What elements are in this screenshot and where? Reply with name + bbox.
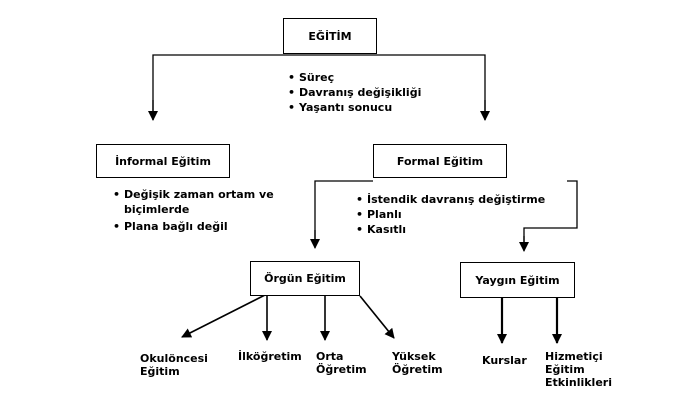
informal-bullet: Plana bağlı değil <box>113 219 274 234</box>
arrow-to-yuksek-ogretim <box>359 295 395 339</box>
informal-bullets: Değişik zaman ortam ve biçimlerde Plana … <box>113 187 274 234</box>
yaygin-label: Yaygın Eğitim <box>475 273 560 287</box>
formal-label: Formal Eğitim <box>396 154 484 168</box>
leaf-hizmetici: Hizmetiçi Eğitim Etkinlikleri <box>545 350 612 389</box>
yaygin-node: Yaygın Eğitim <box>460 262 575 298</box>
root-bullet: Davranış değişikliği <box>288 85 421 100</box>
formal-bullet: İstendik davranış değiştirme <box>356 192 545 207</box>
root-bullet: Süreç <box>288 70 421 85</box>
root-node: EĞİTİM <box>283 18 377 54</box>
formal-bullets: İstendik davranış değiştirme Planlı Kası… <box>356 192 545 237</box>
formal-bullet: Planlı <box>356 207 545 222</box>
orgun-node: Örgün Eğitim <box>250 261 360 296</box>
connector-root-branches <box>152 54 486 120</box>
leaf-okuloncesi: Okulöncesi Eğitim <box>140 352 208 378</box>
arrow-to-okuloncesi <box>181 294 266 338</box>
leaf-ilkogretim: İlköğretim <box>238 350 302 363</box>
leaf-kurslar: Kurslar <box>482 354 527 367</box>
formal-bullet: Kasıtlı <box>356 222 545 237</box>
leaf-yuksek-ogretim: Yüksek Öğretim <box>392 350 443 376</box>
formal-node: Formal Eğitim <box>373 144 507 178</box>
root-label: EĞİTİM <box>308 29 352 43</box>
informal-label: İnformal Eğitim <box>115 154 211 168</box>
connector-formal-orgun <box>314 180 373 247</box>
root-bullets: Süreç Davranış değişikliği Yaşantı sonuc… <box>288 70 421 115</box>
informal-bullet: Değişik zaman ortam ve biçimlerde <box>113 187 274 217</box>
leaf-orta-ogretim: Orta Öğretim <box>316 350 367 376</box>
orgun-label: Örgün Eğitim <box>264 272 346 285</box>
informal-node: İnformal Eğitim <box>96 144 230 178</box>
root-bullet: Yaşantı sonucu <box>288 100 421 115</box>
